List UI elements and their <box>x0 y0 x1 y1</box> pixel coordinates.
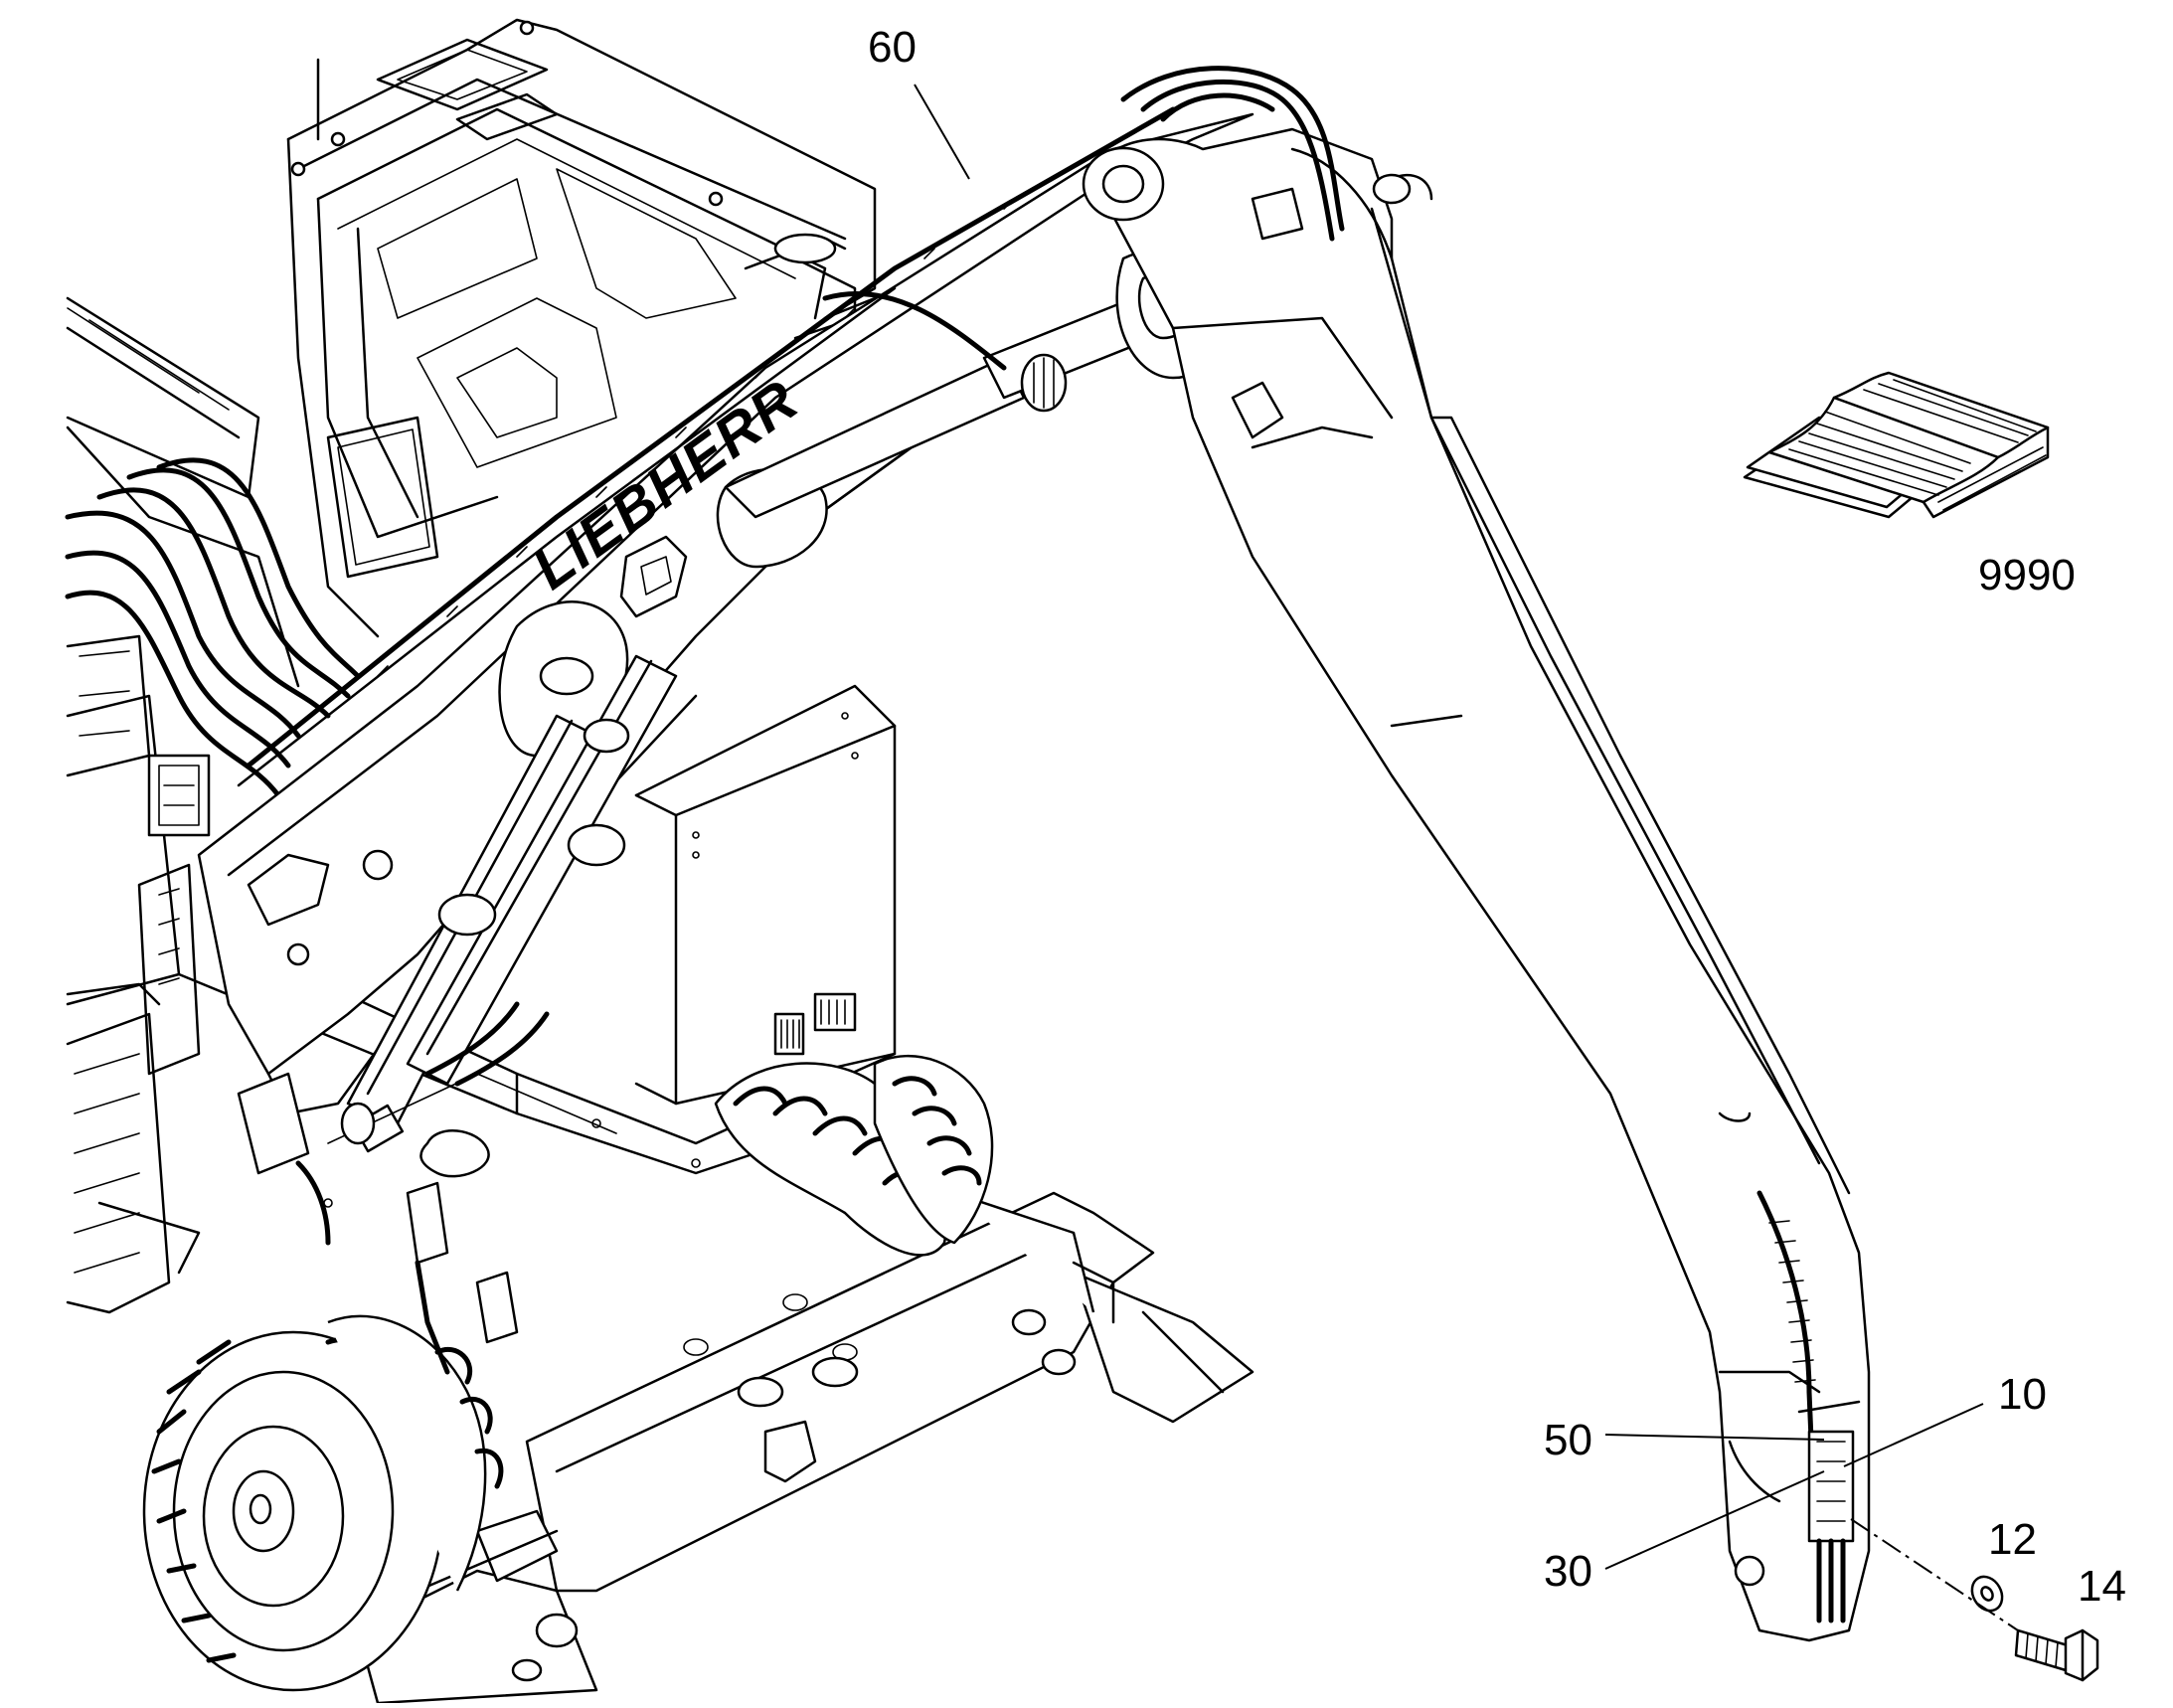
washer-icon <box>1970 1575 2004 1613</box>
undercarriage <box>356 1191 1254 1705</box>
callout-9990: 9990 <box>1978 551 2076 599</box>
assembly-axis <box>1850 1518 2019 1631</box>
operator-cab <box>286 18 897 638</box>
hex-bolt-icon <box>2014 1628 2099 1682</box>
front-details <box>137 863 617 1375</box>
callout-10: 10 <box>1998 1370 2047 1419</box>
callout-50: 50 <box>1544 1416 1592 1464</box>
rear-wheels <box>714 1054 994 1257</box>
main-boom: LIEBHERR <box>197 106 1254 1115</box>
callout-14: 14 <box>2078 1562 2126 1611</box>
callout-30: 30 <box>1544 1547 1592 1596</box>
stick-arm <box>1082 66 1871 1642</box>
front-wheel <box>142 1314 504 1692</box>
open-book-icon <box>1743 371 2050 519</box>
callout-12: 12 <box>1988 1515 2037 1564</box>
callout-60: 60 <box>868 23 917 72</box>
leader-lines <box>914 84 1984 1570</box>
boom-cylinders <box>346 654 678 1153</box>
